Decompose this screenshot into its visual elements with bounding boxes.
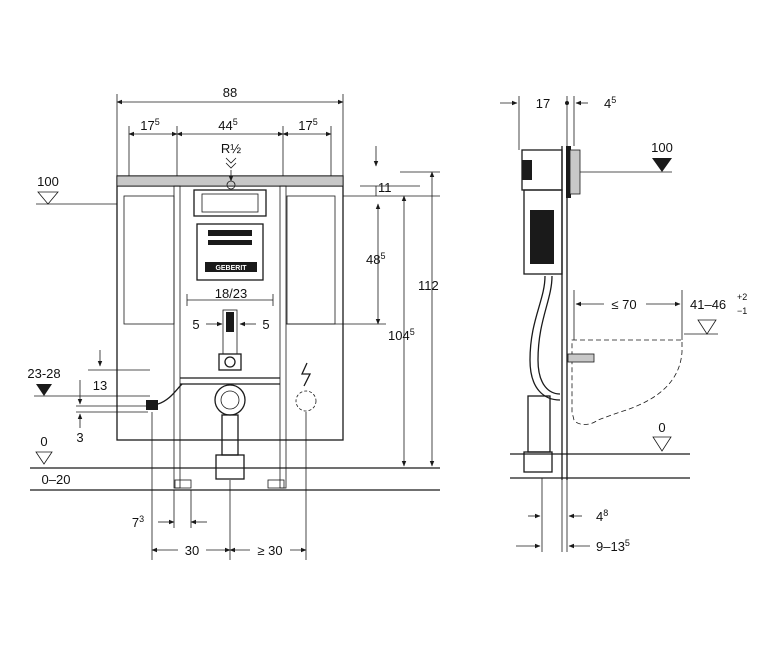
- svg-text:175: 175: [298, 117, 317, 133]
- dim-depth-4: 4: [604, 96, 611, 111]
- dim-9-13: 9–13: [596, 539, 625, 554]
- dim-side-right: 17: [298, 118, 312, 133]
- side-view: 17 45 100 ≤ 70 41–46 +2 −1 0 48 9–135: [500, 95, 747, 554]
- dim-flush-pipe: 18/23: [215, 286, 248, 301]
- dim-4-8: 4: [596, 509, 603, 524]
- svg-text:45: 45: [604, 95, 616, 111]
- dim-cistern-span-sup: 5: [380, 251, 385, 261]
- right-panel: [286, 195, 336, 325]
- floor-level-label: 0: [40, 434, 47, 449]
- dim-overall-width: 88: [223, 85, 237, 100]
- svg-text:445: 445: [218, 117, 237, 133]
- dim-30: 30: [185, 543, 199, 558]
- dim-bowl-tol-minus: −1: [737, 306, 747, 316]
- drain-pipe: [221, 414, 239, 456]
- bowl-level-marker: [697, 319, 717, 335]
- svg-text:48: 48: [596, 508, 608, 524]
- left-panel: [123, 195, 175, 325]
- side-drain: [527, 395, 551, 453]
- svg-text:485: 485: [366, 251, 385, 267]
- floor-level-marker: [35, 451, 53, 465]
- level-13-label: 13: [93, 378, 107, 393]
- level-mid-label: 23-28: [27, 366, 60, 381]
- dim-depth-4-sup: 5: [611, 95, 616, 105]
- dim-ge30: ≥ 30: [257, 543, 282, 558]
- dim-bowl-tol-plus: +2: [737, 292, 747, 302]
- dim-side-left-sup: 5: [155, 117, 160, 127]
- dim-side-left: 17: [140, 118, 154, 133]
- dim-depth-17: 17: [536, 96, 550, 111]
- side-floor-level-label: 0: [658, 420, 665, 435]
- actuator-plate: [566, 146, 571, 198]
- svg-text:1045: 1045: [388, 327, 415, 343]
- supply-thread-label: R½: [221, 141, 241, 156]
- dim-total-height: 112: [418, 278, 439, 293]
- water-supply: [146, 400, 158, 410]
- svg-text:73: 73: [132, 514, 144, 530]
- wc-bowl: [571, 339, 683, 425]
- dim-top-gap: 11: [378, 180, 392, 195]
- brand-plate: [205, 262, 257, 272]
- dim-projection: ≤ 70: [611, 297, 636, 312]
- brand-label: GEBERIT: [215, 265, 247, 272]
- dim-offset-right: 5: [262, 317, 269, 332]
- right-post: [279, 185, 287, 489]
- side-floor-marker: [652, 436, 672, 452]
- svg-text:175: 175: [140, 117, 159, 133]
- level-mid-marker: [36, 384, 52, 396]
- dim-4-8-sup: 8: [603, 508, 608, 518]
- left-post: [173, 185, 181, 489]
- level-100-label: 100: [37, 174, 59, 189]
- dim-7-sup: 3: [139, 514, 144, 524]
- dim-center-span: 44: [218, 118, 232, 133]
- dim-side-right-sup: 5: [313, 117, 318, 127]
- dim-9-13-sup: 5: [625, 538, 630, 548]
- side-level-100-label: 100: [651, 140, 673, 155]
- cistern-top: [193, 189, 267, 217]
- level-100-marker: [37, 191, 59, 205]
- dim-cistern-span: 48: [366, 252, 380, 267]
- cistern-body: [196, 223, 264, 281]
- dim-bowl-height: 41–46: [690, 297, 726, 312]
- side-level-100-marker: [652, 158, 672, 172]
- dim-frame-height: 104: [388, 328, 410, 343]
- electric-box: [295, 390, 317, 412]
- drain-bend: [214, 384, 246, 416]
- front-view: GEBERIT 88 175 445: [27, 85, 440, 560]
- dim-7: 7: [132, 515, 139, 530]
- dim-offset-left: 5: [192, 317, 199, 332]
- side-flush-pipe: [529, 275, 561, 401]
- drain-socket: [215, 454, 245, 480]
- dim-frame-height-sup: 5: [410, 327, 415, 337]
- svg-text:9–135: 9–135: [596, 538, 630, 554]
- floor-range-label: 0–20: [42, 472, 71, 487]
- level-3-label: 3: [76, 430, 83, 445]
- supply-arrow-icon: [225, 157, 237, 169]
- electric-icon: [300, 362, 312, 387]
- dim-center-span-sup: 5: [233, 117, 238, 127]
